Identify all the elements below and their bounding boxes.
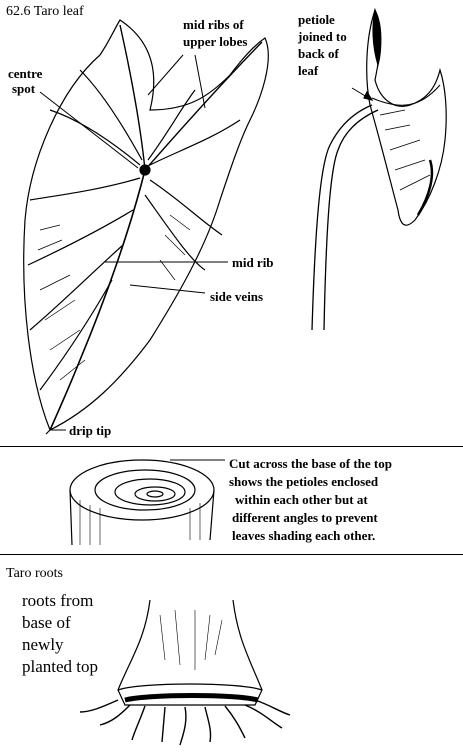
label-side-veins: side veins <box>210 289 264 304</box>
cut-caption-5: leaves shading each other. <box>232 528 376 543</box>
label-centre-1: centre <box>8 66 43 81</box>
label-petiole-4: leaf <box>298 63 319 78</box>
petiole-back-view-drawing <box>311 7 447 331</box>
label-mid-ribs-1: mid ribs of <box>183 17 244 32</box>
divider-top <box>0 446 463 447</box>
label-centre-2: spot <box>12 81 36 96</box>
divider-bottom <box>0 554 463 555</box>
leaf-pointer-lines <box>39 54 228 431</box>
taro-leaf-drawing <box>23 19 269 435</box>
label-petiole-3: back of <box>298 46 339 61</box>
cut-caption-1: Cut across the base of the top <box>229 456 392 471</box>
leaf-title: 62.6 Taro leaf <box>6 4 84 19</box>
label-drip-tip: drip tip <box>69 423 112 438</box>
roots-title: Taro roots <box>6 566 63 581</box>
roots-caption-3: newly <box>22 635 64 654</box>
label-petiole-1: petiole <box>298 12 335 27</box>
roots-caption-4: planted top <box>22 657 99 676</box>
label-mid-rib: mid rib <box>232 255 274 270</box>
cut-caption-3: within each other but at <box>235 492 368 507</box>
cut-base-drawing <box>69 459 225 546</box>
cut-caption-2: shows the petioles enclosed <box>229 474 379 489</box>
taro-roots-drawing <box>79 599 291 746</box>
label-petiole-2: joined to <box>298 29 347 44</box>
label-mid-ribs-2: upper lobes <box>183 34 248 49</box>
roots-caption-1: roots from <box>22 591 94 610</box>
roots-caption-2: base of <box>22 613 71 632</box>
cut-caption-4: different angles to prevent <box>232 510 378 525</box>
